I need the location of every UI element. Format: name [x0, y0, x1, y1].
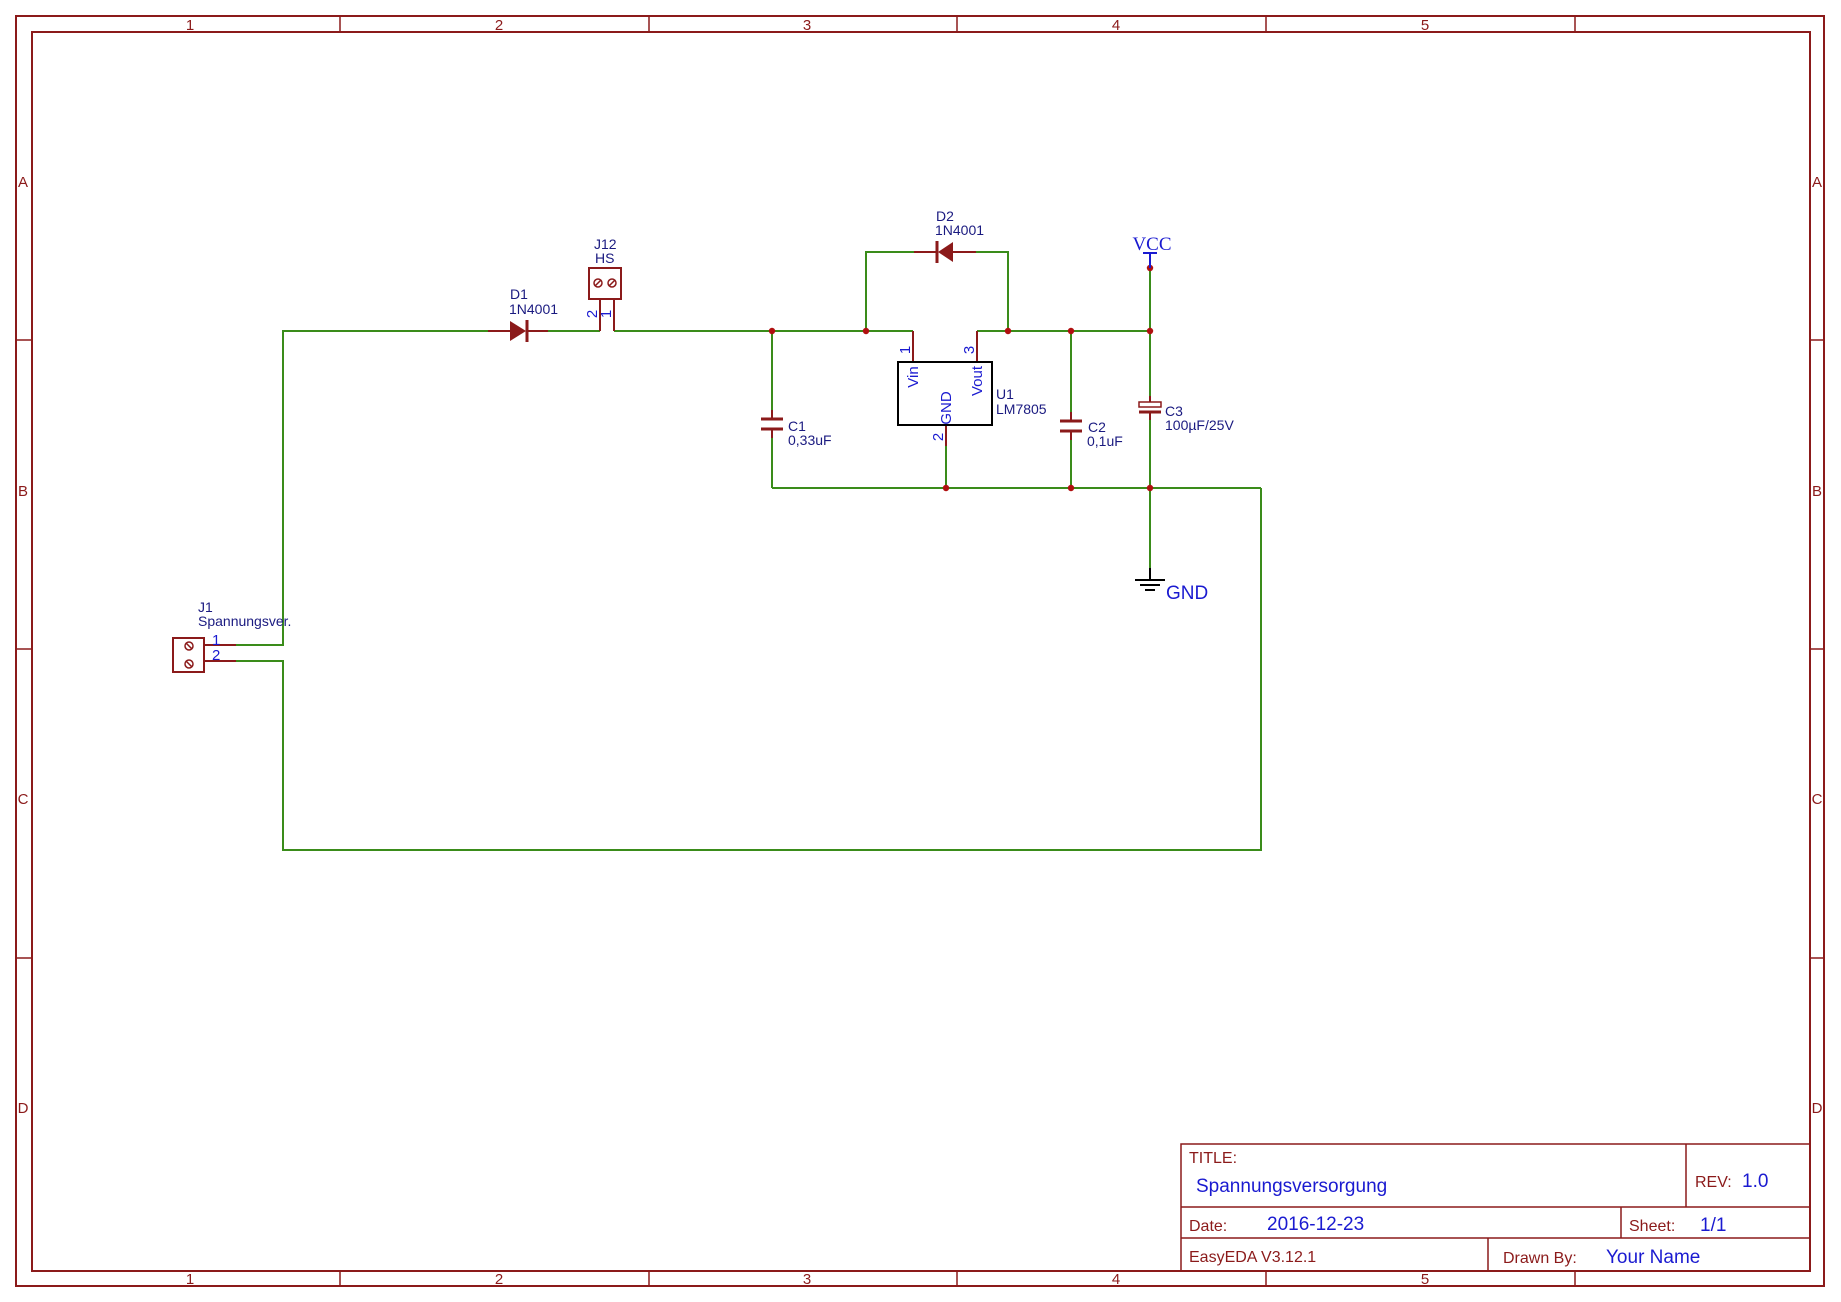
wire-d2-bypass-right[interactable] — [976, 251, 1009, 331]
title-value: Spannungsversorgung — [1196, 1176, 1387, 1197]
diode-d2[interactable]: D2 1N4001 — [914, 208, 984, 263]
zone-col-3-top: 3 — [803, 17, 811, 34]
u1-gnd-label: GND — [938, 391, 955, 425]
zone-col-5-top: 5 — [1421, 17, 1429, 34]
junction-dot — [1146, 484, 1154, 492]
sheet-value: 1/1 — [1700, 1215, 1726, 1236]
u1-value: LM7805 — [996, 401, 1047, 417]
c1-designator: C1 — [788, 418, 806, 434]
u1-pin3-number: 3 — [961, 346, 978, 354]
zone-col-1-bottom: 1 — [186, 1271, 194, 1288]
u1-vin-label: Vin — [905, 366, 922, 387]
j12-designator: J12 — [594, 236, 617, 252]
j12-value: HS — [595, 250, 614, 266]
j1-value: Spannungsver. — [198, 613, 291, 629]
j1-pin1-number: 1 — [212, 632, 220, 649]
zone-row-d-right: D — [1812, 1100, 1823, 1117]
regulator-u1[interactable]: 1 3 2 Vin Vout GND U1 LM7805 — [897, 331, 1047, 446]
zone-row-b-left: B — [18, 483, 28, 500]
date-value: 2016-12-23 — [1267, 1214, 1364, 1235]
gnd-symbol[interactable]: GND — [1135, 568, 1208, 604]
zone-row-b-right: B — [1812, 483, 1822, 500]
zone-col-4-top: 4 — [1112, 17, 1120, 34]
c2-value: 0,1uF — [1087, 433, 1123, 449]
capacitor-c1[interactable]: C1 0,33uF — [761, 410, 832, 448]
date-label: Date: — [1189, 1218, 1227, 1235]
rev-value: 1.0 — [1742, 1171, 1768, 1192]
title-label: TITLE: — [1189, 1150, 1237, 1167]
d2-value: 1N4001 — [935, 222, 984, 238]
u1-vout-label: Vout — [969, 365, 986, 396]
j1-pin2-number: 2 — [212, 647, 220, 664]
drawn-by-label: Drawn By: — [1503, 1250, 1577, 1267]
zone-col-2-top: 2 — [495, 17, 503, 34]
u1-pin1-number: 1 — [897, 346, 914, 354]
zone-row-d-left: D — [18, 1100, 29, 1117]
junction-dot — [1004, 327, 1012, 335]
c3-designator: C3 — [1165, 403, 1183, 419]
c2-designator: C2 — [1088, 419, 1106, 435]
vcc-power-flag[interactable]: VCC — [1132, 234, 1172, 268]
junction-dot — [942, 484, 950, 492]
j1-designator: J1 — [198, 599, 213, 615]
gnd-label: GND — [1166, 583, 1208, 604]
zone-col-4-bottom: 4 — [1112, 1271, 1120, 1288]
junction-dot — [1146, 327, 1154, 335]
wire-j1-pin1-to-d1[interactable] — [236, 330, 488, 646]
sheet-label: Sheet: — [1629, 1218, 1675, 1235]
u1-designator: U1 — [996, 386, 1014, 402]
d2-designator: D2 — [936, 208, 954, 224]
d1-designator: D1 — [510, 286, 528, 302]
junctions — [768, 264, 1154, 492]
connector-j1[interactable]: J1 Spannungsver. 1 2 — [172, 599, 291, 673]
vcc-label: VCC — [1132, 234, 1171, 255]
zone-row-a-right: A — [1812, 174, 1822, 191]
junction-dot — [768, 327, 776, 335]
diode-d1[interactable]: D1 1N4001 — [488, 286, 558, 342]
wire-d2-bypass[interactable] — [865, 251, 914, 331]
j12-pin1-number: 1 — [598, 310, 615, 318]
zone-col-5-bottom: 5 — [1421, 1271, 1429, 1288]
zone-labels: 1 2 3 4 5 1 2 3 4 5 A B C D A B C D — [18, 17, 1823, 1288]
c3-value: 100µF/25V — [1165, 417, 1234, 433]
junction-dot — [862, 327, 870, 335]
capacitor-c2[interactable]: C2 0,1uF — [1060, 412, 1123, 449]
wire-return-to-j1-pin2[interactable] — [236, 488, 1262, 851]
u1-pin2-number: 2 — [930, 433, 947, 441]
zone-col-1-top: 1 — [186, 17, 194, 34]
zone-row-c-left: C — [18, 791, 29, 808]
title-block: TITLE: Spannungsversorgung REV: 1.0 Date… — [1180, 1143, 1811, 1272]
sheet-frame — [15, 15, 1825, 1287]
zone-col-3-bottom: 3 — [803, 1271, 811, 1288]
zone-row-c-right: C — [1812, 791, 1823, 808]
wires — [236, 251, 1262, 851]
zone-col-2-bottom: 2 — [495, 1271, 503, 1288]
j12-pin2-number: 2 — [584, 310, 601, 318]
zone-row-a-left: A — [18, 174, 28, 191]
c1-value: 0,33uF — [788, 432, 832, 448]
tool-version: EasyEDA V3.12.1 — [1189, 1249, 1316, 1266]
junction-dot — [1067, 484, 1075, 492]
capacitor-c3[interactable]: C3 100µF/25V — [1138, 396, 1234, 433]
junction-dot — [1067, 327, 1075, 335]
d1-value: 1N4001 — [509, 301, 558, 317]
drawn-by-value: Your Name — [1606, 1247, 1700, 1268]
rev-label: REV: — [1695, 1174, 1732, 1191]
connector-j12[interactable]: J12 HS 2 1 — [584, 236, 622, 331]
